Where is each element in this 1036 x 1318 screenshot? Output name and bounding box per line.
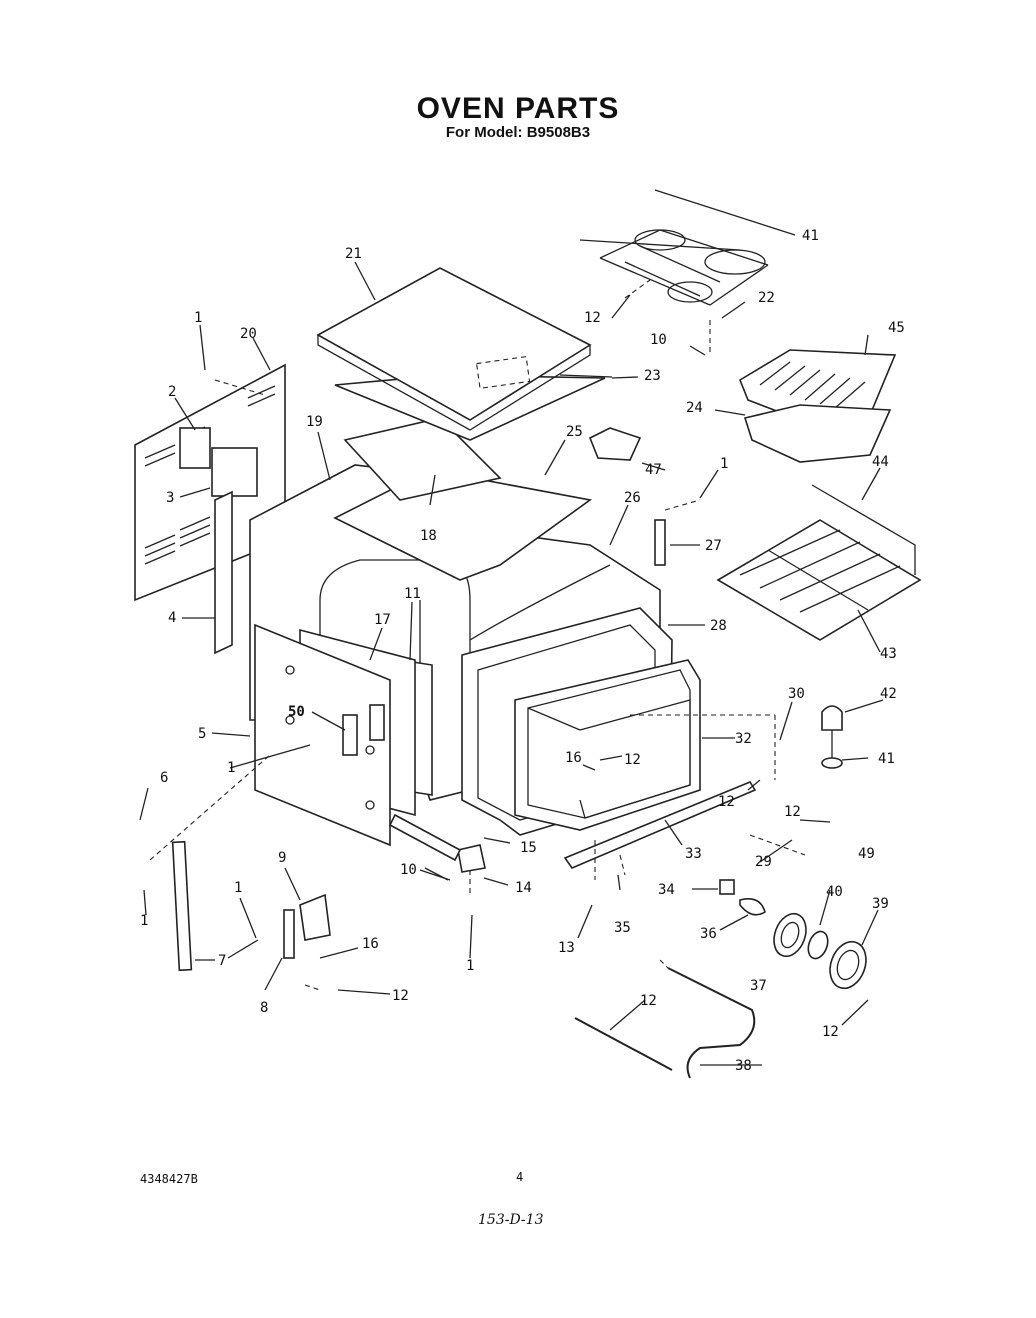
rear-panel [134, 363, 286, 602]
callout-14: 14 [515, 880, 532, 896]
callout-12d: 12 [784, 804, 801, 820]
callout-33: 33 [685, 846, 702, 862]
front-panel [254, 623, 391, 847]
callout-leader-lines [139, 261, 884, 1066]
callout-1d: 1 [234, 880, 242, 896]
callout-23: 23 [644, 368, 661, 384]
callout-1e: 1 [466, 958, 474, 974]
bake-element [574, 967, 756, 1079]
callout-27: 27 [705, 538, 722, 554]
callout-13: 13 [558, 940, 575, 956]
callout-41a: 41 [878, 751, 895, 767]
upper-oven-rack [579, 189, 796, 306]
callout-12c: 12 [718, 794, 735, 810]
callout-49: 49 [858, 846, 875, 862]
callout-1a: 1 [194, 310, 202, 326]
door-strip [171, 840, 193, 972]
callout-17: 17 [374, 612, 391, 628]
hinge-bracket [299, 893, 331, 941]
callout-36: 36 [700, 926, 717, 942]
callout-7: 7 [218, 953, 226, 969]
callout-1f: 1 [720, 456, 728, 472]
callout-numbers: 1 2 3 4 5 6 7 8 9 10 11 12 13 14 15 16 1… [140, 228, 905, 1074]
callout-10a: 10 [400, 862, 417, 878]
callout-50: 50 [288, 704, 305, 720]
gasket-piece [588, 427, 642, 461]
callout-19: 19 [306, 414, 323, 430]
callout-1b: 1 [227, 760, 235, 776]
callout-42: 42 [880, 686, 897, 702]
callout-30: 30 [788, 686, 805, 702]
callout-37: 37 [750, 978, 767, 994]
callout-1c: 1 [140, 913, 148, 929]
callout-29: 29 [755, 854, 772, 870]
callout-41b: 41 [802, 228, 819, 244]
callout-28: 28 [710, 618, 727, 634]
panel-bracket-2 [369, 704, 385, 741]
callout-5: 5 [198, 726, 206, 742]
callout-39: 39 [872, 896, 889, 912]
model-subtitle: For Model: B9508B3 [445, 124, 591, 141]
callout-12a: 12 [584, 310, 601, 326]
page-title: OVEN PARTS [416, 92, 620, 125]
callout-2: 2 [168, 384, 176, 400]
callout-12g: 12 [822, 1024, 839, 1040]
mount-bracket [388, 813, 462, 862]
callout-32: 32 [735, 731, 752, 747]
callout-18: 18 [420, 528, 437, 544]
callout-12f: 12 [640, 993, 657, 1009]
callout-4: 4 [168, 610, 176, 626]
callout-6: 6 [160, 770, 168, 786]
hinge-arm [283, 909, 295, 959]
handwritten-reference: 153-D-13 [478, 1212, 544, 1228]
panel-bracket [342, 714, 358, 756]
callout-44: 44 [872, 454, 889, 470]
document-number: 4348427B [140, 1172, 198, 1186]
callout-15: 15 [520, 840, 537, 856]
callout-11: 11 [404, 586, 421, 602]
oven-light-assembly [749, 705, 843, 856]
callout-40: 40 [826, 884, 843, 900]
callout-12e: 12 [392, 988, 409, 1004]
top-cover [316, 267, 592, 431]
callout-38: 38 [735, 1058, 752, 1074]
mount-clip [457, 844, 486, 873]
callout-20: 20 [240, 326, 257, 342]
callout-43: 43 [880, 646, 897, 662]
callout-22: 22 [758, 290, 775, 306]
switch-bracket [179, 427, 258, 655]
callout-45: 45 [888, 320, 905, 336]
light-cover-parts [719, 879, 867, 990]
callout-26: 26 [624, 490, 641, 506]
broiler-pan [739, 349, 897, 463]
assembly-leader-dashes [149, 279, 776, 991]
callout-25: 25 [566, 424, 583, 440]
callout-16b: 16 [565, 750, 582, 766]
callout-12b: 12 [624, 752, 641, 768]
callout-16a: 16 [362, 936, 379, 952]
oven-liner-frames [461, 607, 701, 836]
callout-34: 34 [658, 882, 675, 898]
side-bracket [654, 519, 666, 566]
callout-10b: 10 [650, 332, 667, 348]
callout-21: 21 [345, 246, 362, 262]
lower-oven-rack [716, 484, 922, 641]
page-number: 4 [516, 1170, 524, 1184]
callout-9: 9 [278, 850, 286, 866]
bottom-bar [563, 781, 757, 869]
callout-47: 47 [645, 462, 662, 478]
callout-3: 3 [166, 490, 174, 506]
callout-8: 8 [260, 1000, 268, 1016]
callout-35: 35 [614, 920, 631, 936]
callout-24: 24 [686, 400, 703, 416]
top-strip [343, 417, 502, 501]
